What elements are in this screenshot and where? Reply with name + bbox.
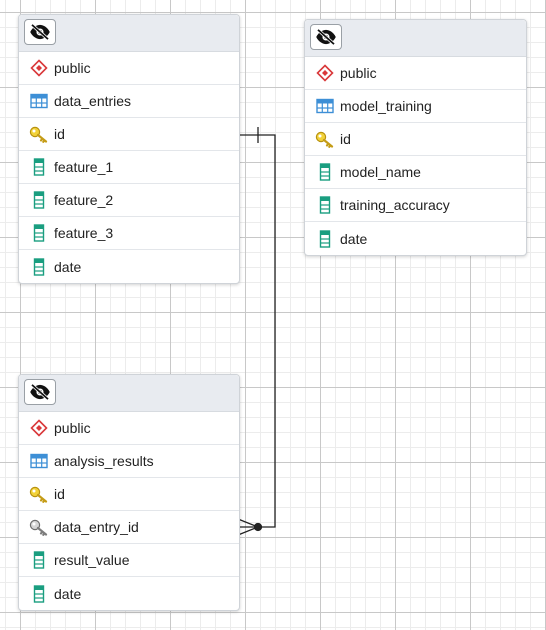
eye-off-icon	[30, 24, 50, 40]
column-icon	[29, 257, 49, 277]
column-icon	[315, 162, 335, 182]
eye-off-icon	[30, 384, 50, 400]
column-row[interactable]: result_value	[19, 544, 239, 577]
column-row[interactable]: id	[305, 123, 526, 156]
link-dot	[253, 522, 263, 532]
column-row[interactable]: date	[19, 577, 239, 610]
table-node-header	[19, 375, 239, 412]
column-row[interactable]: id	[19, 478, 239, 511]
column-icon	[29, 223, 49, 243]
column-icon	[29, 584, 49, 604]
column-name: feature_1	[54, 159, 114, 175]
column-row[interactable]: feature_3	[19, 217, 239, 250]
column-row[interactable]: date	[19, 250, 239, 283]
column-row[interactable]: feature_1	[19, 151, 239, 184]
table-icon	[29, 451, 49, 471]
column-row[interactable]: training_accuracy	[305, 189, 526, 222]
table-name-row: model_training	[305, 90, 526, 123]
primary-key-icon	[29, 484, 49, 504]
schema-name: public	[340, 65, 377, 81]
column-icon	[29, 190, 49, 210]
column-row[interactable]: model_name	[305, 156, 526, 189]
table-name: model_training	[340, 98, 432, 114]
column-name: id	[340, 131, 351, 147]
table-icon	[29, 91, 49, 111]
schema-icon	[29, 58, 49, 78]
column-name: date	[54, 585, 82, 602]
schema-name: public	[54, 60, 91, 76]
column-icon	[29, 550, 49, 570]
eye-off-icon	[316, 29, 336, 45]
column-row[interactable]: date	[305, 222, 526, 255]
table-name-row: data_entries	[19, 85, 239, 118]
column-name: result_value	[54, 552, 130, 568]
column-name: id	[54, 486, 65, 502]
table-node-model-training[interactable]: public model_training id model_name trai…	[304, 19, 527, 256]
hide-eye-button[interactable]	[310, 24, 342, 50]
column-name: id	[54, 126, 65, 142]
column-row[interactable]: data_entry_id	[19, 511, 239, 544]
hide-eye-button[interactable]	[24, 379, 56, 405]
table-icon	[315, 96, 335, 116]
schema-row: public	[19, 412, 239, 445]
column-name: training_accuracy	[340, 197, 450, 213]
foreign-key-icon	[29, 517, 49, 537]
column-name: data_entry_id	[54, 519, 139, 535]
schema-icon	[29, 418, 49, 438]
column-name: date	[54, 258, 82, 275]
relationship-link[interactable]	[237, 127, 276, 536]
schema-row: public	[19, 52, 239, 85]
column-name: feature_3	[54, 225, 114, 241]
primary-key-icon	[315, 129, 335, 149]
table-node-data-entries[interactable]: public data_entries id feature_1 feature…	[18, 14, 240, 284]
column-icon	[315, 229, 335, 249]
column-name: date	[340, 230, 368, 247]
column-row[interactable]: id	[19, 118, 239, 151]
table-name-row: analysis_results	[19, 445, 239, 478]
table-node-header	[305, 20, 526, 57]
table-node-analysis-results[interactable]: public analysis_results id data_entry_id…	[18, 374, 240, 611]
schema-row: public	[305, 57, 526, 90]
column-row[interactable]: feature_2	[19, 184, 239, 217]
column-icon	[29, 157, 49, 177]
primary-key-icon	[29, 124, 49, 144]
column-name: model_name	[340, 164, 421, 180]
column-name: feature_2	[54, 192, 114, 208]
column-icon	[315, 195, 335, 215]
table-name: data_entries	[54, 93, 132, 109]
schema-icon	[315, 63, 335, 83]
hide-eye-button[interactable]	[24, 19, 56, 45]
table-node-header	[19, 15, 239, 52]
table-name: analysis_results	[54, 453, 154, 469]
schema-name: public	[54, 420, 91, 436]
